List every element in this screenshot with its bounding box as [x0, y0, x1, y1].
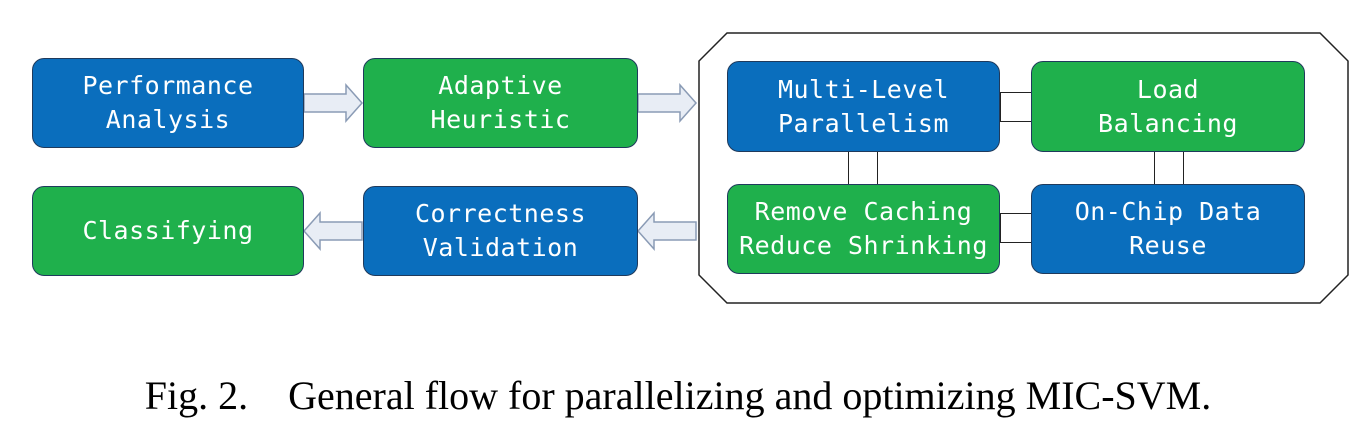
- on-chip-data-reuse-box: On-Chip Data Reuse: [1031, 184, 1305, 274]
- load-balancing-line-2: Balancing: [1098, 108, 1238, 138]
- multi-level-parallelism-box: Multi-Level Parallelism: [727, 61, 1000, 152]
- arrow-right-1: [303, 83, 364, 123]
- classifying-box: Classifying: [32, 186, 304, 276]
- multi-level-parallelism-line-2: Parallelism: [777, 108, 950, 138]
- arrow-left-2: [302, 211, 363, 251]
- remove-caching-box: Remove Caching Reduce Shrinking: [727, 184, 1000, 274]
- adaptive-heuristic-line-2: Heuristic: [430, 105, 571, 134]
- classifying-line-1: Classifying: [82, 216, 254, 245]
- multi-level-parallelism-line-1: Multi-Level: [777, 74, 950, 104]
- on-chip-data-reuse-line-2: Reuse: [1129, 231, 1207, 260]
- load-balancing-box: Load Balancing: [1031, 61, 1305, 152]
- performance-analysis-line-2: Analysis: [105, 105, 231, 134]
- connector-left: [848, 151, 878, 185]
- connector-bottom: [1000, 213, 1032, 243]
- load-balancing-line-1: Load: [1136, 74, 1200, 104]
- correctness-validation-line-2: Validation: [422, 233, 579, 262]
- remove-caching-line-1: Remove Caching: [754, 197, 973, 226]
- arrow-left-1: [636, 211, 697, 251]
- adaptive-heuristic-line-1: Adaptive: [438, 71, 563, 100]
- adaptive-heuristic-box: Adaptive Heuristic: [363, 58, 638, 148]
- flow-diagram: Performance Analysis Adaptive Heuristic …: [32, 32, 1349, 304]
- connector-top: [1000, 92, 1032, 122]
- remove-caching-line-2: Reduce Shrinking: [739, 231, 988, 260]
- arrow-right-2: [637, 83, 698, 123]
- connector-right: [1154, 151, 1184, 185]
- performance-analysis-line-1: Performance: [82, 71, 254, 100]
- caption-label: Fig. 2.: [144, 373, 249, 418]
- optimization-group-frame: [698, 32, 1349, 304]
- on-chip-data-reuse-line-1: On-Chip Data: [1074, 197, 1262, 226]
- diagram-lines: [302, 32, 1349, 304]
- figure-caption: Fig. 2. General flow for parallelizing a…: [0, 372, 1356, 419]
- performance-analysis-box: Performance Analysis: [32, 58, 304, 148]
- correctness-validation-box: Correctness Validation: [363, 186, 638, 276]
- correctness-validation-line-1: Correctness: [414, 199, 587, 228]
- caption-text: General flow for parallelizing and optim…: [288, 373, 1212, 418]
